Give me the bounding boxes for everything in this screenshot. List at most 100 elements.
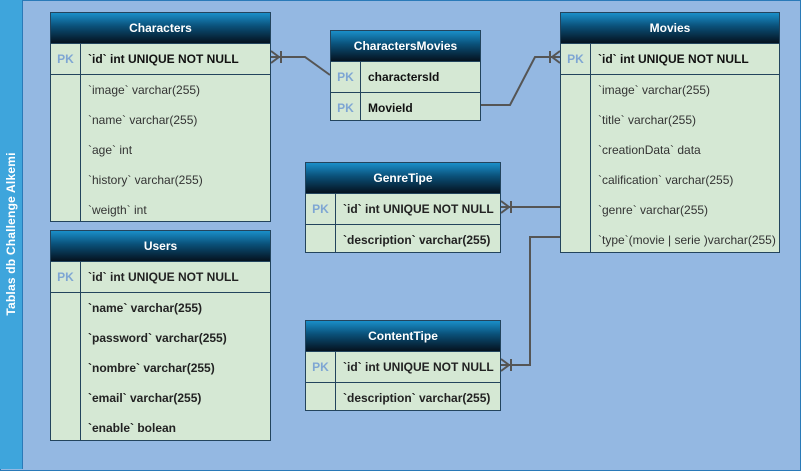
table-title: Movies xyxy=(561,13,779,44)
field-text: `name` varchar(255) xyxy=(88,301,203,315)
table-contenttipe[interactable]: ContentTipe PK `id` int UNIQUE NOT NULL `… xyxy=(305,320,501,411)
pk-label xyxy=(306,383,335,413)
field-text: `image` varchar(255) xyxy=(88,83,201,97)
column-divider xyxy=(335,351,336,410)
table-row: `description` varchar(255) xyxy=(306,225,500,255)
column-divider xyxy=(335,193,336,252)
link-movies-contenttipe xyxy=(501,236,560,366)
pk-label xyxy=(561,105,590,135)
table-title: Users xyxy=(51,231,270,262)
table-row: `name` varchar(255) xyxy=(51,293,270,323)
crowsfoot-contenttipe-top xyxy=(500,358,510,366)
field-text: `password` varchar(255) xyxy=(88,331,227,345)
pk-label xyxy=(51,75,80,105)
pk-label: PK xyxy=(57,52,74,66)
pk-label xyxy=(51,383,80,413)
crowsfoot-characters-top xyxy=(270,50,280,58)
link-characters-charactersmovies xyxy=(271,56,331,76)
crowsfoot-contenttipe-bottom xyxy=(500,364,510,372)
table-row: PK `id` int UNIQUE NOT NULL xyxy=(51,44,270,75)
pk-label xyxy=(51,135,80,165)
column-divider xyxy=(80,261,81,440)
field-text: `description` varchar(255) xyxy=(343,391,491,405)
table-row: `calification` varchar(255) xyxy=(561,165,779,195)
pk-label xyxy=(51,165,80,195)
pk-label xyxy=(306,225,335,255)
field-text: `id` int UNIQUE NOT NULL xyxy=(598,52,749,66)
field-text: `genre` varchar(255) xyxy=(598,203,709,217)
pk-label xyxy=(51,353,80,383)
crowsfoot-genretipe-top xyxy=(500,200,510,208)
table-characters[interactable]: Characters PK `id` int UNIQUE NOT NULL `i… xyxy=(50,12,271,222)
table-row: `description` varchar(255) xyxy=(306,383,500,413)
field-text: charactersId xyxy=(368,70,440,84)
pk-label: PK xyxy=(57,270,74,284)
pk-label: PK xyxy=(337,101,354,115)
sidebar: Tablas db Challenge Alkemi xyxy=(0,0,23,469)
pk-label xyxy=(51,323,80,353)
pk-label: PK xyxy=(337,70,354,84)
pk-label xyxy=(51,105,80,135)
table-row: `image` varchar(255) xyxy=(51,75,270,105)
table-row: PK MovieId xyxy=(331,93,480,123)
pk-label xyxy=(561,195,590,225)
field-text: `calification` varchar(255) xyxy=(598,173,734,187)
crowsfoot-characters-bottom xyxy=(270,56,280,64)
field-text: `weigth` int xyxy=(88,203,147,217)
table-row: `type`(movie | serie )varchar(255) xyxy=(561,225,779,255)
crowsfoot-genretipe-bottom xyxy=(500,206,510,214)
table-row: `nombre` varchar(255) xyxy=(51,353,270,383)
field-text: `image` varchar(255) xyxy=(598,83,711,97)
table-users[interactable]: Users PK`id` int UNIQUE NOT NULL `name` … xyxy=(50,230,271,441)
field-text: MovieId xyxy=(368,101,413,115)
table-row: `password` varchar(255) xyxy=(51,323,270,353)
pk-label: PK xyxy=(312,360,329,374)
pk-label xyxy=(51,413,80,443)
table-row: `history` varchar(255) xyxy=(51,165,270,195)
field-text: `id` int UNIQUE NOT NULL xyxy=(88,52,239,66)
table-title: CharactersMovies xyxy=(331,31,480,62)
field-text: `nombre` varchar(255) xyxy=(88,361,215,375)
table-row: `title` varchar(255) xyxy=(561,105,779,135)
field-text: `description` varchar(255) xyxy=(343,233,491,247)
table-charactersmovies[interactable]: CharactersMovies PK charactersId PK MovieI… xyxy=(330,30,481,121)
pk-label xyxy=(51,293,80,323)
table-title: Characters xyxy=(51,13,270,44)
table-row: `age` int xyxy=(51,135,270,165)
table-row: `weigth` int xyxy=(51,195,270,225)
pk-label xyxy=(561,75,590,105)
link-charactersmovies-movies xyxy=(481,56,560,106)
column-divider xyxy=(590,43,591,252)
table-row: `genre` varchar(255) xyxy=(561,195,779,225)
pk-label xyxy=(561,165,590,195)
field-text: `id` int UNIQUE NOT NULL xyxy=(343,360,494,374)
crowsfoot-movies-top xyxy=(551,50,561,58)
table-row: `image` varchar(255) xyxy=(561,75,779,105)
field-text: `age` int xyxy=(88,143,133,157)
pk-label: PK xyxy=(567,52,584,66)
table-genretipe[interactable]: GenreTipe PK `id` int UNIQUE NOT NULL `de… xyxy=(305,162,501,253)
field-text: `email` varchar(255) xyxy=(88,391,202,405)
pk-label xyxy=(561,135,590,165)
field-text: `type`(movie | serie )varchar(255) xyxy=(598,233,776,247)
table-row: `enable` bolean xyxy=(51,413,270,443)
pk-label xyxy=(561,225,590,255)
table-movies[interactable]: Movies PK `id` int UNIQUE NOT NULL `image… xyxy=(560,12,780,253)
column-divider xyxy=(80,43,81,221)
table-row: PK `id` int UNIQUE NOT NULL xyxy=(306,194,500,225)
pk-label: PK xyxy=(312,202,329,216)
table-title: ContentTipe xyxy=(306,321,500,352)
table-row: PK `id` int UNIQUE NOT NULL xyxy=(306,352,500,383)
field-text: `title` varchar(255) xyxy=(598,113,697,127)
pk-label xyxy=(51,195,80,225)
table-row: PK charactersId xyxy=(331,62,480,93)
table-row: `email` varchar(255) xyxy=(51,383,270,413)
table-title: GenreTipe xyxy=(306,163,500,194)
table-row: `creationData` data xyxy=(561,135,779,165)
crowsfoot-movies-bottom xyxy=(551,56,561,64)
table-row: `name` varchar(255) xyxy=(51,105,270,135)
table-row: PK `id` int UNIQUE NOT NULL xyxy=(561,44,779,75)
field-text: `id` int UNIQUE NOT NULL xyxy=(343,202,494,216)
field-text: `name` varchar(255) xyxy=(88,113,198,127)
